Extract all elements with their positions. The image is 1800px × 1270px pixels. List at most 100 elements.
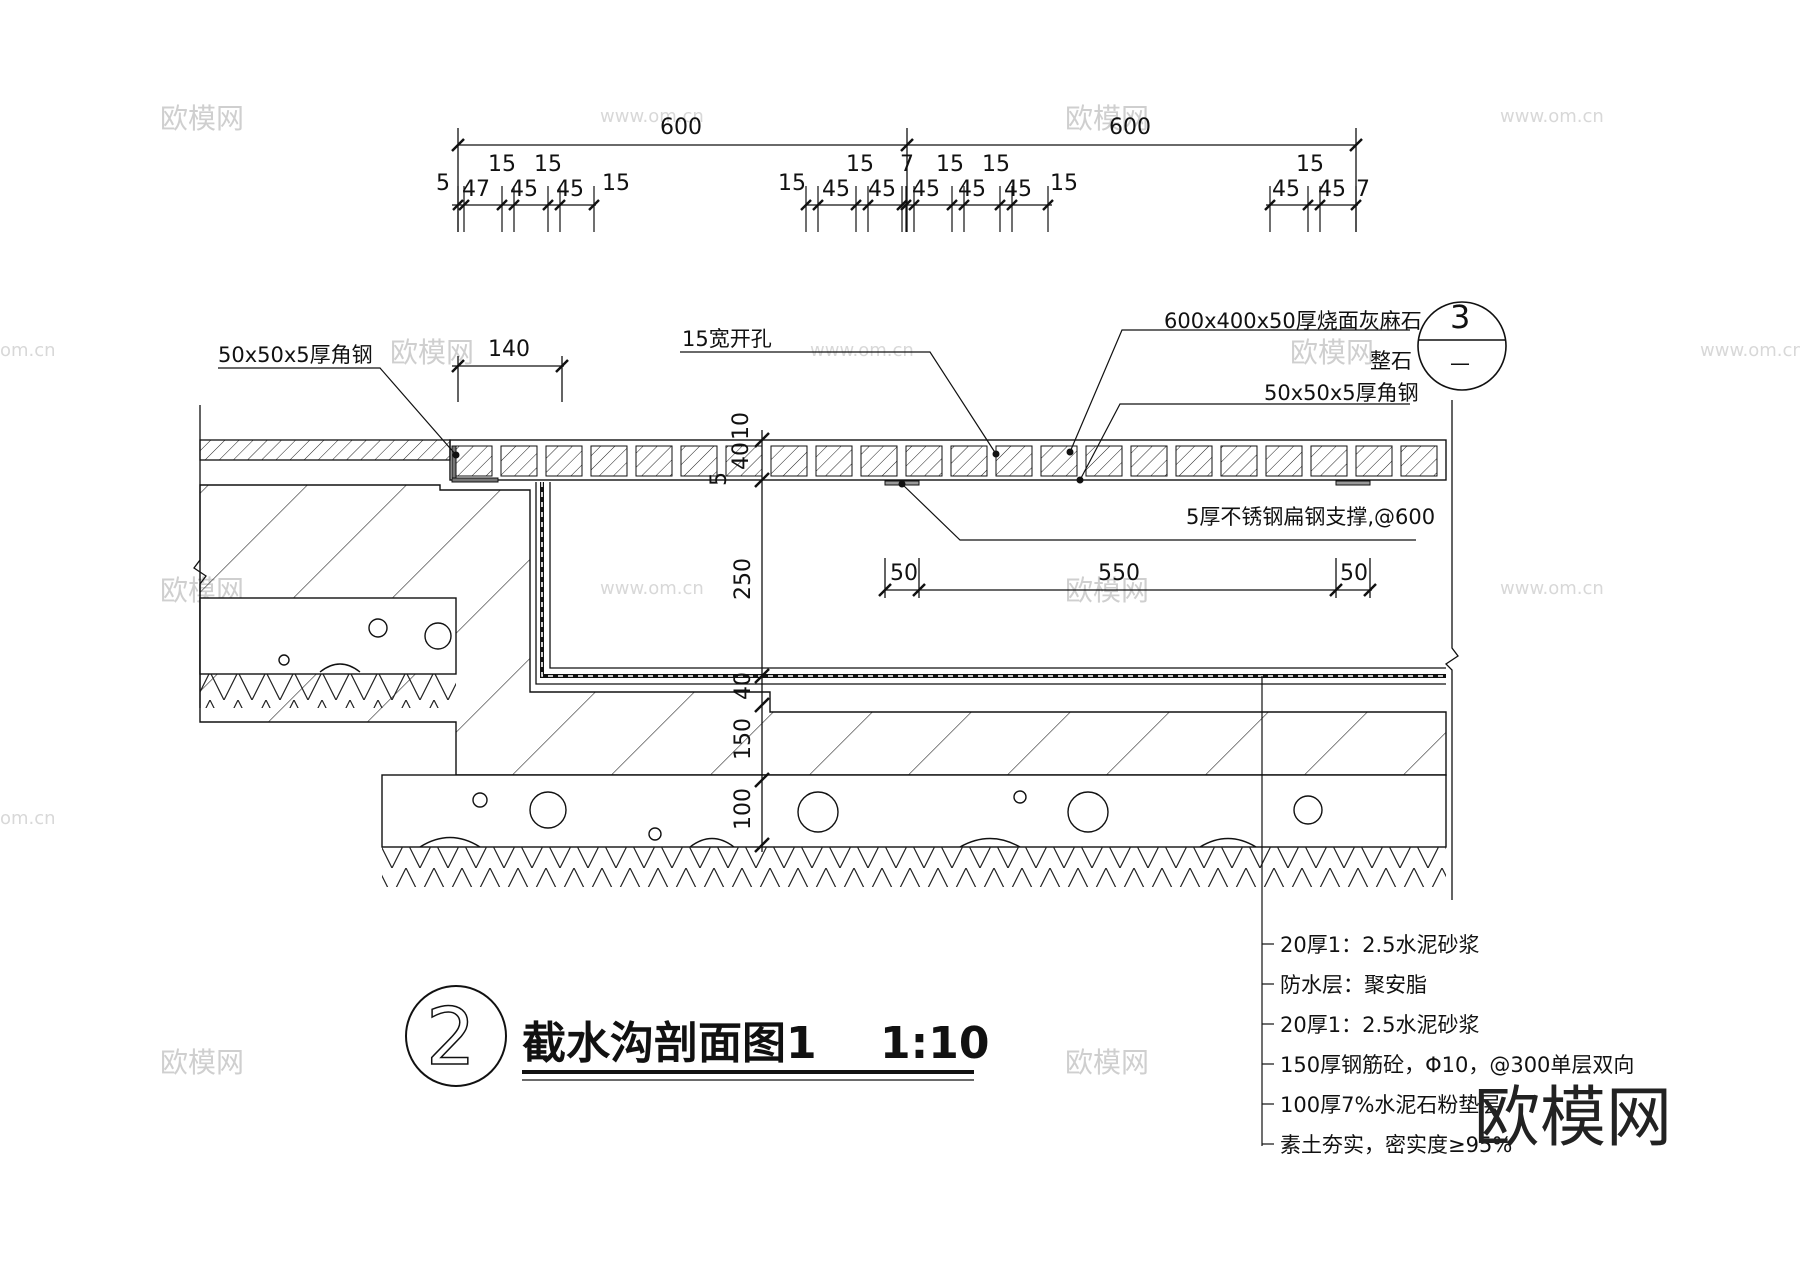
grating-bar xyxy=(635,445,673,477)
left-concrete-wall xyxy=(199,484,1447,776)
watermark-brand: 欧模网 xyxy=(160,1046,244,1079)
left-earth xyxy=(200,674,456,708)
dim-left-group: 5 47 15 45 15 45 15 xyxy=(436,152,630,202)
dim-tick xyxy=(800,199,812,211)
grating-bar xyxy=(1355,445,1393,477)
dim-text: 5 xyxy=(436,171,450,196)
dim-text: 47 xyxy=(462,177,490,202)
section-mark-sheet: — xyxy=(1450,351,1470,375)
vertical-dimension xyxy=(754,430,770,853)
grating-bar xyxy=(1265,445,1303,477)
dim-tick xyxy=(994,199,1006,211)
dim-mid-group: 15 45 15 45 7 45 15 45 15 45 15 xyxy=(778,152,1078,202)
layer-item: 素土夯实，密实度≥95% xyxy=(1280,1133,1512,1157)
label-flat-steel: 5厚不锈钢扁钢支撑,@600 xyxy=(1186,505,1435,529)
dim-tick xyxy=(958,199,970,211)
leader-dots xyxy=(452,448,1084,488)
dim-overall-left: 600 xyxy=(660,115,702,140)
dim-text: 15 xyxy=(1050,171,1078,196)
watermark-url: www.om.cn xyxy=(600,578,704,599)
label-curb: 整石 xyxy=(1370,349,1412,373)
dim-text: 45 xyxy=(1272,177,1300,202)
layer-item: 150厚钢筋砼，Φ10，@300单层双向 xyxy=(1280,1053,1634,1077)
grating-cover xyxy=(449,439,1447,481)
dim-text: 45 xyxy=(510,177,538,202)
grating-bar xyxy=(770,445,808,477)
vdim-100: 100 xyxy=(731,788,756,830)
watermark-url: om.cn xyxy=(0,340,56,361)
label-granite: 600x400x50厚烧面灰麻石 xyxy=(1164,309,1422,333)
title-block: 2 截水沟剖面图1 1:10 xyxy=(405,985,989,1087)
dim-overall-right: 600 xyxy=(1109,115,1151,140)
dim-tick xyxy=(850,199,862,211)
angle-steel-left xyxy=(451,445,499,483)
dim-text: 15 xyxy=(1296,152,1324,177)
dim-tick xyxy=(1006,199,1018,211)
dim-text: 45 xyxy=(1318,177,1346,202)
layer-item: 20厚1：2.5水泥砂浆 xyxy=(1280,933,1479,957)
grating-bar xyxy=(545,445,583,477)
dim-text: 45 xyxy=(958,177,986,202)
dim-right-group: 45 15 45 7 xyxy=(1272,152,1370,202)
dim-text: 7 xyxy=(900,152,914,177)
dim-tick xyxy=(542,199,554,211)
dim-tick xyxy=(554,199,566,211)
dim-text: 45 xyxy=(822,177,850,202)
vdim-40b: 40 xyxy=(731,672,756,700)
watermark-url: www.om.cn xyxy=(600,106,704,127)
watermark-brand: 欧模网 xyxy=(1065,102,1149,135)
watermark-url: www.om.cn xyxy=(1500,106,1604,127)
watermark-url: www.om.cn xyxy=(1500,578,1604,599)
dim-50-left: 50 xyxy=(890,561,918,586)
dim-text: 45 xyxy=(556,177,584,202)
grating-bar xyxy=(725,445,763,477)
grating-bar xyxy=(680,445,718,477)
title-mark-number: 2 xyxy=(426,993,476,1083)
grating-bar xyxy=(860,445,898,477)
dim-text: 15 xyxy=(488,152,516,177)
vdim-10: 10 xyxy=(729,412,754,440)
dim-tick xyxy=(862,199,874,211)
dim-tick xyxy=(458,199,470,211)
watermark-url: www.om.cn xyxy=(1700,340,1800,361)
dim-tick xyxy=(812,199,824,211)
flat-steel-support xyxy=(884,480,1371,486)
grating-bar xyxy=(500,445,538,477)
left-paving-strip xyxy=(199,439,451,461)
dim-50-right: 50 xyxy=(1340,561,1368,586)
dim-tick xyxy=(1350,199,1362,211)
dim-text: 15 xyxy=(936,152,964,177)
brand-logo: 欧模网 xyxy=(1474,1079,1672,1156)
dim-140-line xyxy=(451,356,569,402)
drawing-title: 截水沟剖面图1 xyxy=(522,1018,817,1069)
grating-bar xyxy=(905,445,943,477)
layer-item: 100厚7%水泥石粉垫层 xyxy=(1280,1093,1500,1117)
dim-tick xyxy=(1264,199,1276,211)
vdim-40: 40 xyxy=(729,442,754,470)
dim-140: 140 xyxy=(488,337,530,362)
grating-bar xyxy=(455,445,493,477)
grating-bar xyxy=(590,445,628,477)
layer-list: 20厚1：2.5水泥砂浆 防水层：聚安脂 20厚1：2.5水泥砂浆 150厚钢筋… xyxy=(1280,933,1634,1157)
grating-bar xyxy=(815,445,853,477)
dim-tick xyxy=(588,199,600,211)
layer-item: 20厚1：2.5水泥砂浆 xyxy=(1280,1013,1479,1037)
dim-text: 15 xyxy=(846,152,874,177)
label-slot: 15宽开孔 xyxy=(682,327,772,351)
channel-waterproof xyxy=(535,482,1446,685)
dim-text: 15 xyxy=(778,171,806,196)
grating-bar xyxy=(1220,445,1258,477)
dim-tick xyxy=(508,199,520,211)
dim-tick xyxy=(1302,199,1314,211)
watermark-url: om.cn xyxy=(0,808,56,829)
left-cushion xyxy=(199,597,457,675)
grating-bar xyxy=(950,445,988,477)
channel-dims xyxy=(878,558,1377,598)
dim-tick xyxy=(900,199,912,211)
dim-ticks xyxy=(452,186,1362,232)
grating-bar xyxy=(1310,445,1348,477)
watermark-url: www.om.cn xyxy=(810,340,914,361)
drawing-scale: 1:10 xyxy=(880,1018,989,1069)
vdim-5: 5 xyxy=(707,472,732,486)
